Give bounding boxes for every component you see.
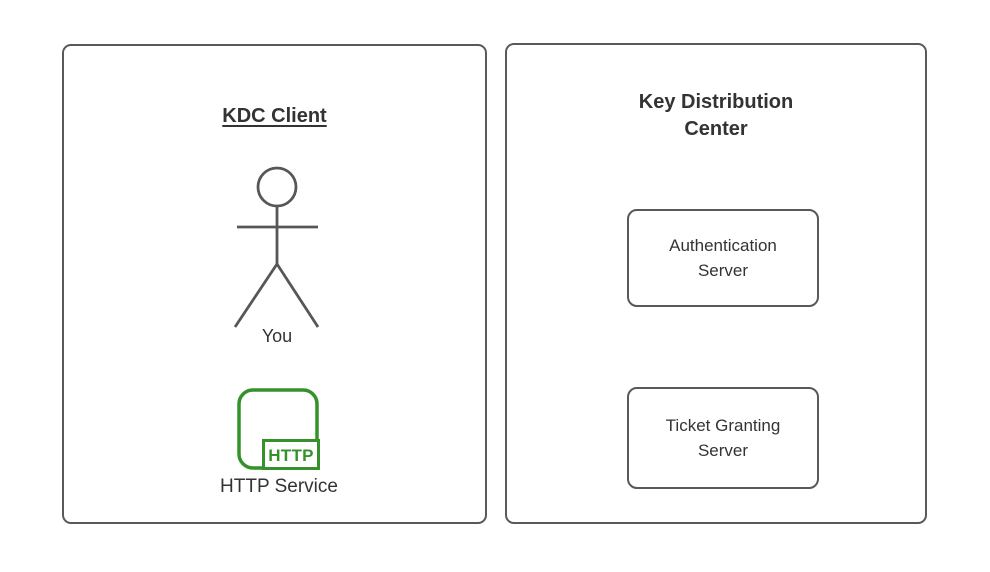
key-distribution-center-panel: Key Distribution Center Authentication S… xyxy=(505,43,927,524)
kdc-title: Key Distribution Center xyxy=(507,89,925,143)
http-service-icon: HTTP xyxy=(237,388,320,470)
http-service-label: HTTP Service xyxy=(220,476,338,497)
ticket-granting-server-label: Ticket Granting Server xyxy=(665,416,781,460)
kdc-client-panel: KDC Client You HTTP HTTP Service xyxy=(62,44,487,524)
actor-head xyxy=(256,166,298,208)
authentication-server-label: Authentication Server xyxy=(669,236,777,280)
stick-figure-icon xyxy=(233,166,320,328)
http-icon-badge xyxy=(262,439,320,470)
http-badge-label: HTTP xyxy=(268,446,314,465)
actor-right-leg xyxy=(275,263,320,328)
ticket-granting-server-box: Ticket Granting Server xyxy=(627,387,819,489)
authentication-server-box: Authentication Server xyxy=(627,209,819,307)
kdc-client-title: KDC Client xyxy=(222,105,327,127)
kdc-title-text: Key Distribution Center xyxy=(638,91,794,140)
actor-left-leg xyxy=(233,263,279,328)
actor-label: You xyxy=(261,326,293,346)
